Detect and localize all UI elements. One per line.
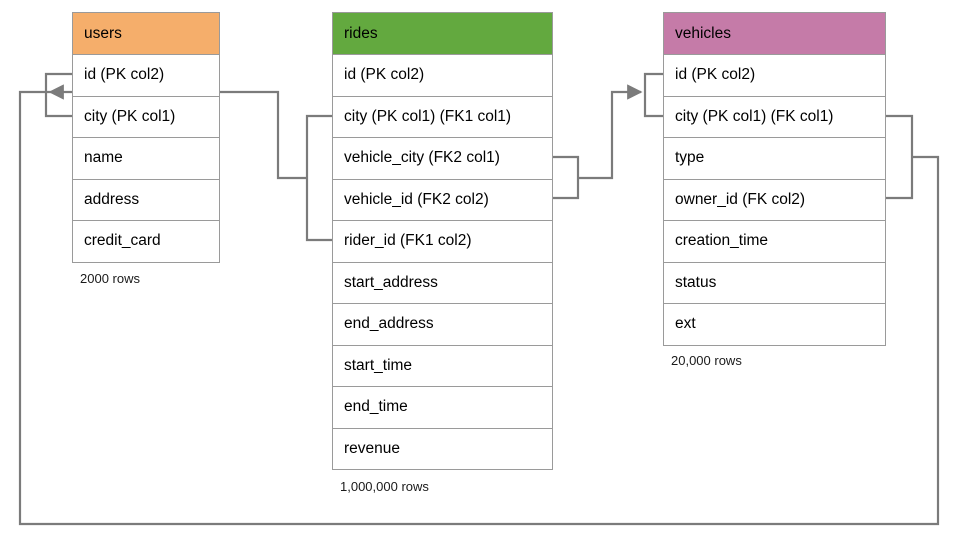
table-rides[interactable]: rides id (PK col2) city (PK col1) (FK1 c… [332,12,553,470]
table-vehicles-header: vehicles [664,13,885,55]
column-rides-vehicle-id[interactable]: vehicle_id (FK2 col2) [333,180,552,221]
vehicles-key-bracket [643,72,663,118]
table-vehicles[interactable]: vehicles id (PK col2) city (PK col1) (FK… [663,12,886,346]
column-rides-start-time[interactable]: start_time [333,346,552,387]
column-users-city[interactable]: city (PK col1) [73,97,219,138]
column-rides-revenue[interactable]: revenue [333,429,552,470]
vehicles-row-count: 20,000 rows [671,353,742,368]
column-rides-vehicle-city[interactable]: vehicle_city (FK2 col1) [333,138,552,180]
column-rides-rider-id[interactable]: rider_id (FK1 col2) [333,221,552,263]
column-vehicles-status[interactable]: status [664,263,885,304]
rides-fk1-bracket [305,114,332,242]
column-rides-start-address[interactable]: start_address [333,263,552,304]
column-vehicles-owner-id[interactable]: owner_id (FK col2) [664,180,885,221]
column-rides-id[interactable]: id (PK col2) [333,55,552,97]
column-users-id[interactable]: id (PK col2) [73,55,219,97]
column-users-credit-card[interactable]: credit_card [73,221,219,263]
table-users-header: users [73,13,219,55]
table-users[interactable]: users id (PK col2) city (PK col1) name a… [72,12,220,263]
rides-row-count: 1,000,000 rows [340,479,429,494]
column-vehicles-type[interactable]: type [664,138,885,180]
rides-fk2-bracket [553,155,580,200]
column-rides-end-time[interactable]: end_time [333,387,552,429]
column-rides-city[interactable]: city (PK col1) (FK1 col1) [333,97,552,138]
users-row-count: 2000 rows [80,271,140,286]
users-key-bracket [44,72,72,118]
rides-to-vehicles-line [578,84,643,180]
column-vehicles-city[interactable]: city (PK col1) (FK col1) [664,97,885,138]
vehicles-fk-bracket [886,114,914,200]
column-vehicles-creation-time[interactable]: creation_time [664,221,885,263]
table-rides-header: rides [333,13,552,55]
column-users-name[interactable]: name [73,138,219,180]
column-vehicles-id[interactable]: id (PK col2) [664,55,885,97]
column-rides-end-address[interactable]: end_address [333,304,552,346]
column-users-address[interactable]: address [73,180,219,221]
column-vehicles-ext[interactable]: ext [664,304,885,346]
